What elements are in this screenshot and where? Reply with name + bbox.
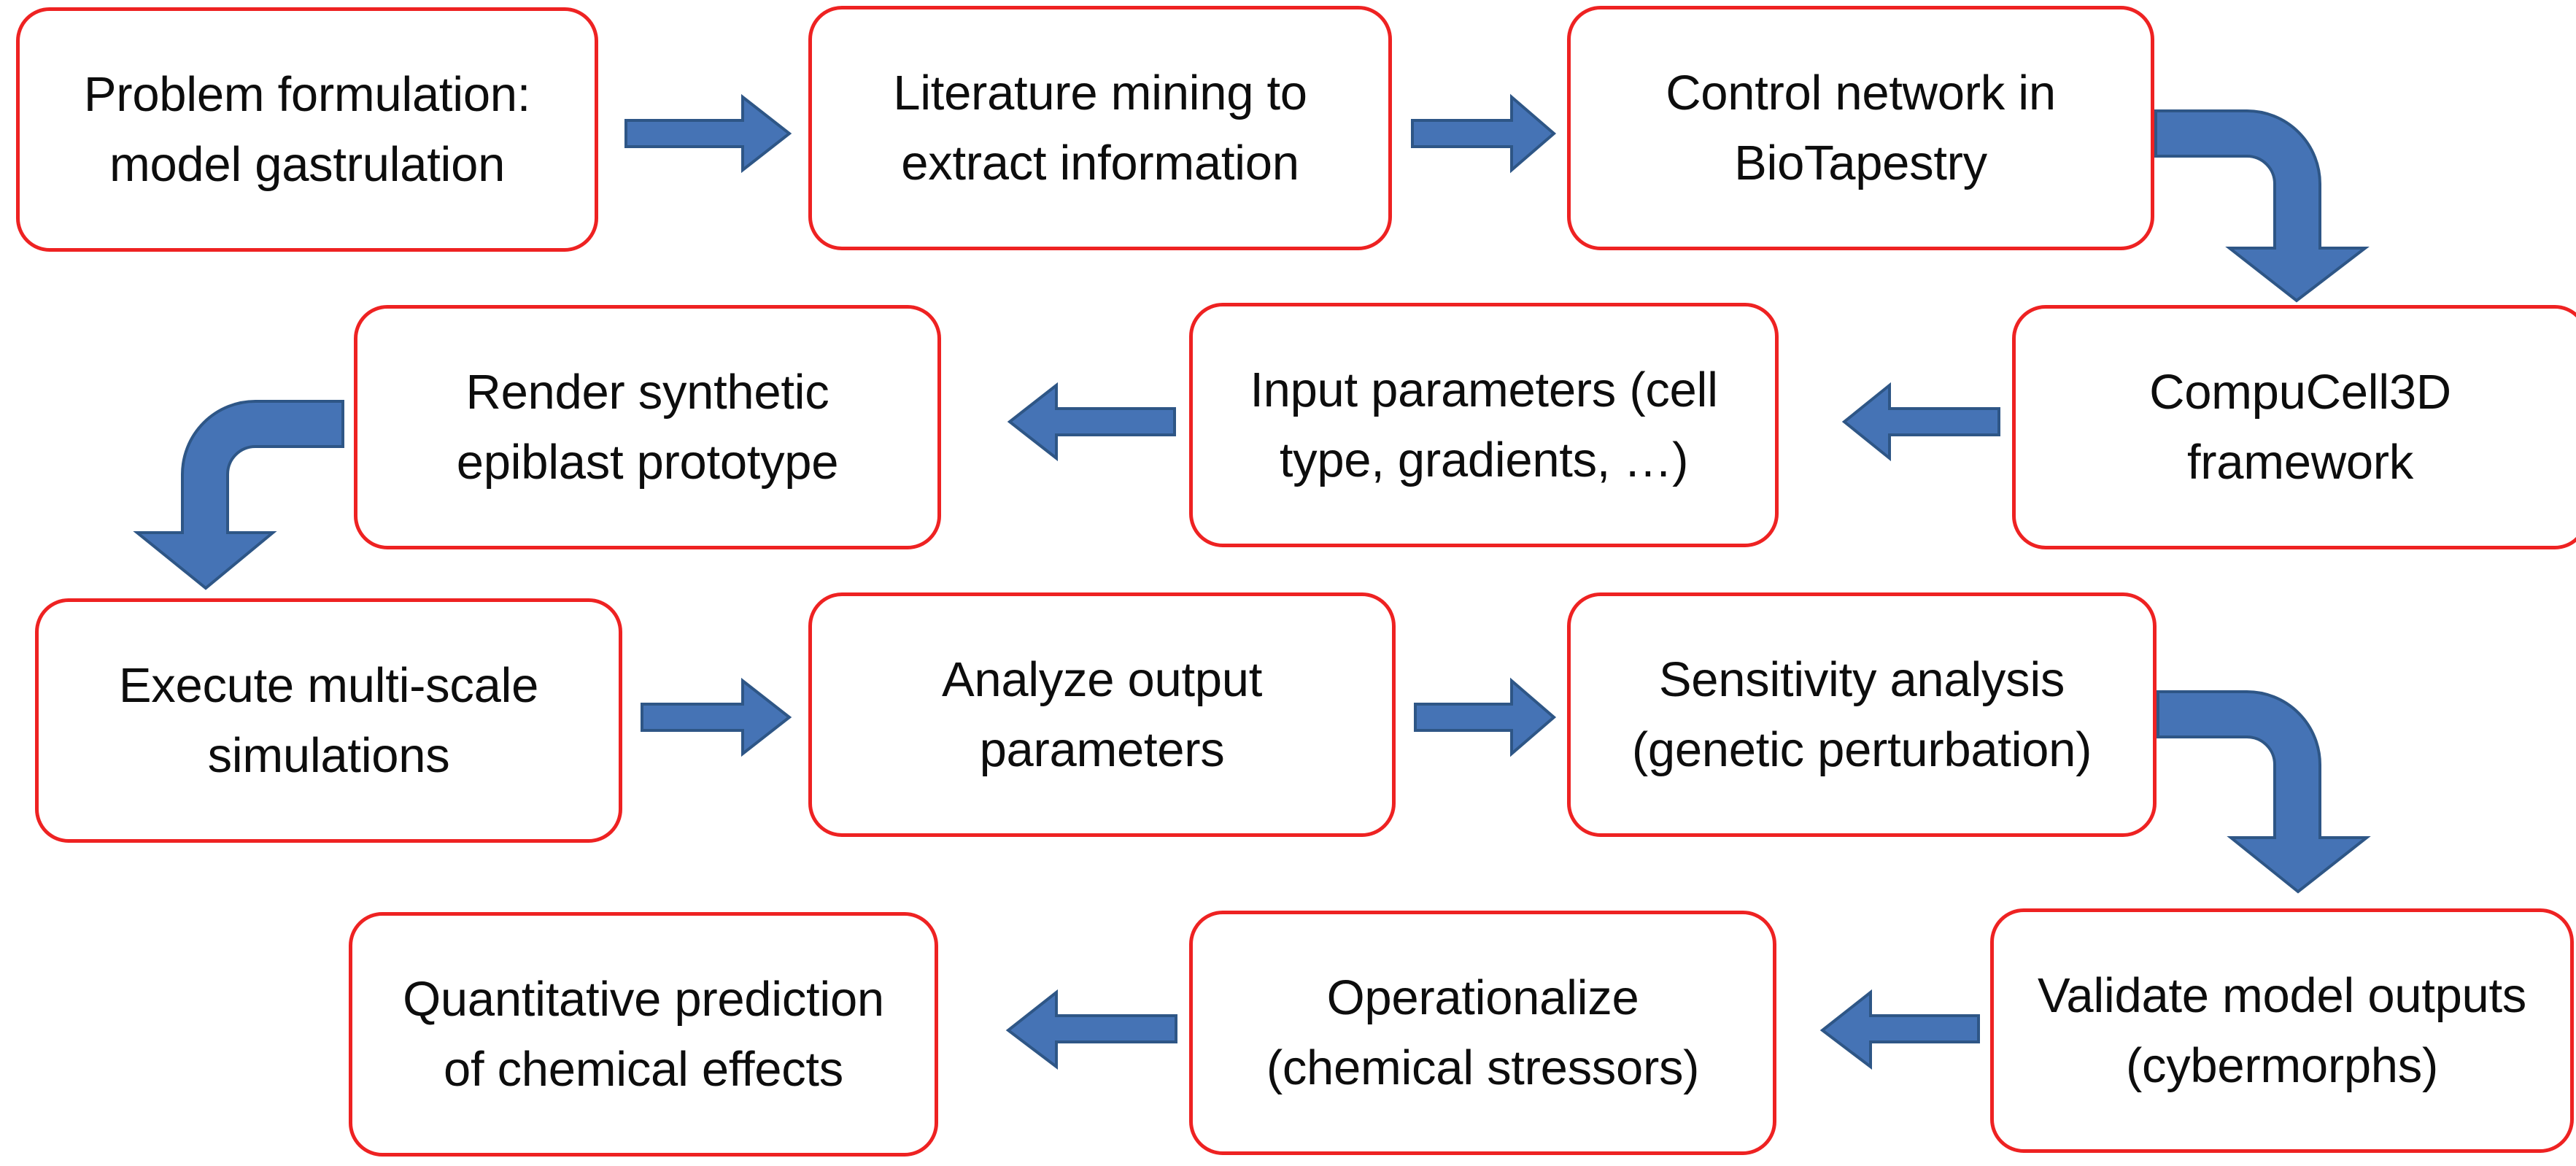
node-execute-simulations[interactable]: Execute multi-scale simulations	[35, 598, 622, 843]
node-input-parameters[interactable]: Input parameters (cell type, gradients, …	[1189, 303, 1779, 547]
node-render-epiblast[interactable]: Render synthetic epiblast prototype	[354, 305, 941, 549]
arrow-problem-to-literature	[624, 93, 792, 174]
arrow-operationalize-to-quantitative	[1005, 989, 1177, 1070]
node-validate-outputs[interactable]: Validate model outputs (cybermorphs)	[1990, 908, 2574, 1153]
node-quantitative-prediction[interactable]: Quantitative prediction of chemical effe…	[349, 912, 938, 1157]
arrow-input-to-render	[1007, 382, 1176, 462]
node-literature-mining[interactable]: Literature mining to extract information	[808, 6, 1392, 250]
node-analyze-output[interactable]: Analyze output parameters	[808, 592, 1396, 837]
arrow-compucell-to-input	[1841, 382, 2000, 462]
node-compucell3d-framework[interactable]: CompuCell3D framework	[2012, 305, 2576, 549]
node-sensitivity-analysis[interactable]: Sensitivity analysis (genetic perturbati…	[1567, 592, 2157, 837]
node-operationalize[interactable]: Operationalize (chemical stressors)	[1189, 911, 1776, 1155]
arrow-sensitivity-to-validate	[2157, 690, 2371, 894]
node-control-network[interactable]: Control network in BioTapestry	[1567, 6, 2154, 250]
arrow-validate-to-operationalize	[1819, 989, 1980, 1070]
arrow-control-to-compucell	[2154, 109, 2370, 303]
node-problem-formulation[interactable]: Problem formulation: model gastrulation	[16, 7, 598, 252]
arrow-execute-to-analyze	[641, 677, 792, 757]
arrow-analyze-to-sensitivity	[1414, 677, 1557, 757]
arrow-literature-to-control	[1411, 93, 1557, 174]
arrow-render-to-execute	[133, 400, 344, 590]
